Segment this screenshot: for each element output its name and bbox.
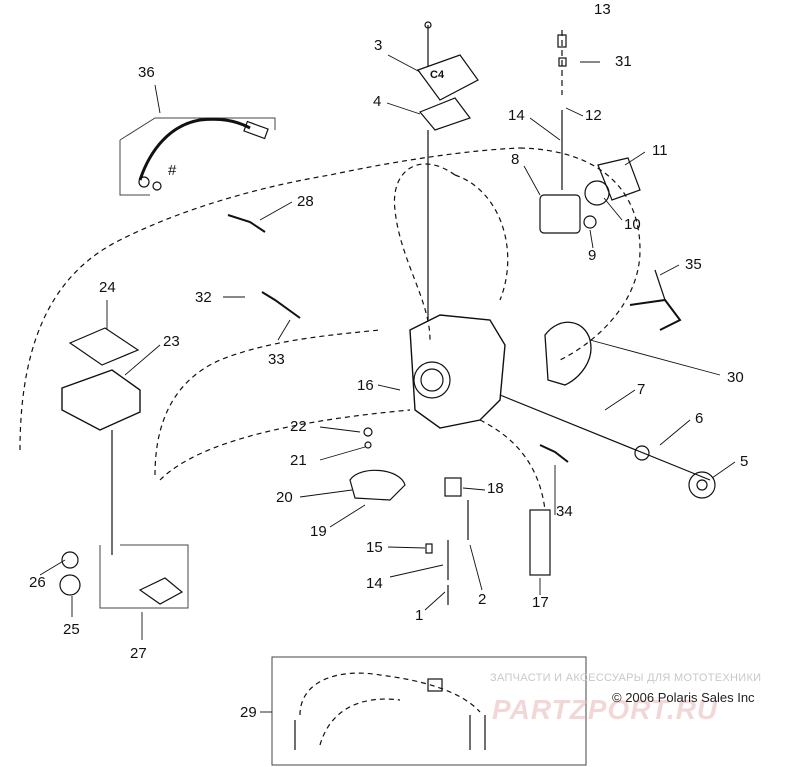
part-31	[558, 57, 567, 67]
callout-1: 1	[415, 607, 424, 624]
callout-10: 10	[624, 216, 641, 233]
callout-36: 36	[138, 64, 155, 81]
hose-36	[138, 117, 251, 181]
hash-mark: #	[168, 162, 177, 179]
float-bowl-23	[61, 369, 141, 431]
leader-lines	[39, 54, 736, 713]
hose-drain-down	[479, 419, 546, 511]
shaft-7	[499, 394, 711, 481]
callout-2: 2	[478, 591, 487, 608]
callout-11: 11	[652, 142, 668, 159]
callout-3: 3	[374, 37, 383, 54]
part-15	[425, 543, 433, 554]
box-29	[271, 656, 587, 766]
callout-33: 33	[268, 351, 285, 368]
part-6	[634, 445, 650, 461]
callout-26: 26	[29, 574, 46, 591]
callout-6: 6	[695, 410, 704, 427]
part-13	[557, 34, 567, 48]
callout-18: 18	[487, 480, 504, 497]
callout-19: 19	[310, 523, 327, 540]
carburetor-body	[409, 314, 506, 429]
callout-4: 4	[373, 93, 382, 110]
hose-loop-left-inner	[154, 329, 381, 476]
box-27	[99, 544, 189, 609]
watermark-logo: PARTZPORT.RU	[492, 694, 719, 725]
pulley-5	[688, 471, 716, 499]
plug-25	[59, 574, 81, 596]
box-36	[119, 140, 150, 196]
callout-14-upper: 14	[508, 107, 525, 124]
callout-5: 5	[740, 453, 749, 470]
cable-35	[629, 298, 682, 331]
callout-30: 30	[727, 369, 744, 386]
callout-13: 13	[594, 1, 611, 18]
callout-14-lower: 14	[366, 575, 383, 592]
solenoid-8	[539, 194, 581, 234]
callout-21: 21	[290, 452, 307, 469]
carb-bore	[413, 361, 451, 399]
fitting-28	[227, 214, 266, 233]
hose-loop-top-right	[454, 174, 509, 301]
callout-24: 24	[99, 279, 116, 296]
throttle-housing-30	[544, 321, 592, 386]
part-18	[444, 477, 462, 497]
hose-loop-left	[19, 147, 521, 451]
callout-17: 17	[532, 594, 549, 611]
washer-9	[583, 215, 597, 229]
callout-34: 34	[556, 503, 573, 520]
hose-29	[299, 672, 481, 716]
callout-9: 9	[588, 247, 597, 264]
callout-8: 8	[511, 151, 520, 168]
hose-lower-left	[159, 409, 411, 481]
gasket-4	[419, 97, 471, 131]
callout-7: 7	[637, 381, 646, 398]
callout-15: 15	[366, 539, 383, 556]
callout-16: 16	[357, 377, 374, 394]
hose-loop-right	[519, 147, 641, 361]
part-strip-17	[529, 509, 551, 576]
hose-loop-top	[393, 163, 456, 341]
cover-3	[417, 54, 479, 101]
callout-23: 23	[163, 333, 180, 350]
part-27	[138, 577, 184, 605]
fitting-32	[261, 291, 301, 319]
copyright-text: © 2006 Polaris Sales Inc	[612, 690, 755, 705]
stamp-text: C4	[430, 69, 445, 81]
watermark-russian-text: ЗАПЧАСТИ И АКСЕССУАРЫ ДЛЯ МОТОТЕХНИКИ	[490, 672, 762, 684]
callout-22: 22	[290, 418, 307, 435]
part-21	[364, 441, 372, 449]
part-20	[349, 469, 406, 501]
oring-26	[61, 551, 79, 569]
callout-29: 29	[240, 704, 257, 721]
cover-11	[597, 157, 641, 201]
fitting-34	[539, 444, 569, 463]
callout-25: 25	[63, 621, 80, 638]
gasket-24	[68, 327, 140, 366]
hose-fitting-36	[243, 120, 269, 140]
callout-35: 35	[685, 256, 702, 273]
callout-31: 31	[615, 53, 632, 70]
callout-27: 27	[130, 645, 147, 662]
callout-20: 20	[276, 489, 293, 506]
part-22	[363, 427, 373, 437]
callout-12: 12	[585, 107, 602, 124]
callout-28: 28	[297, 193, 314, 210]
callout-32: 32	[195, 289, 212, 306]
